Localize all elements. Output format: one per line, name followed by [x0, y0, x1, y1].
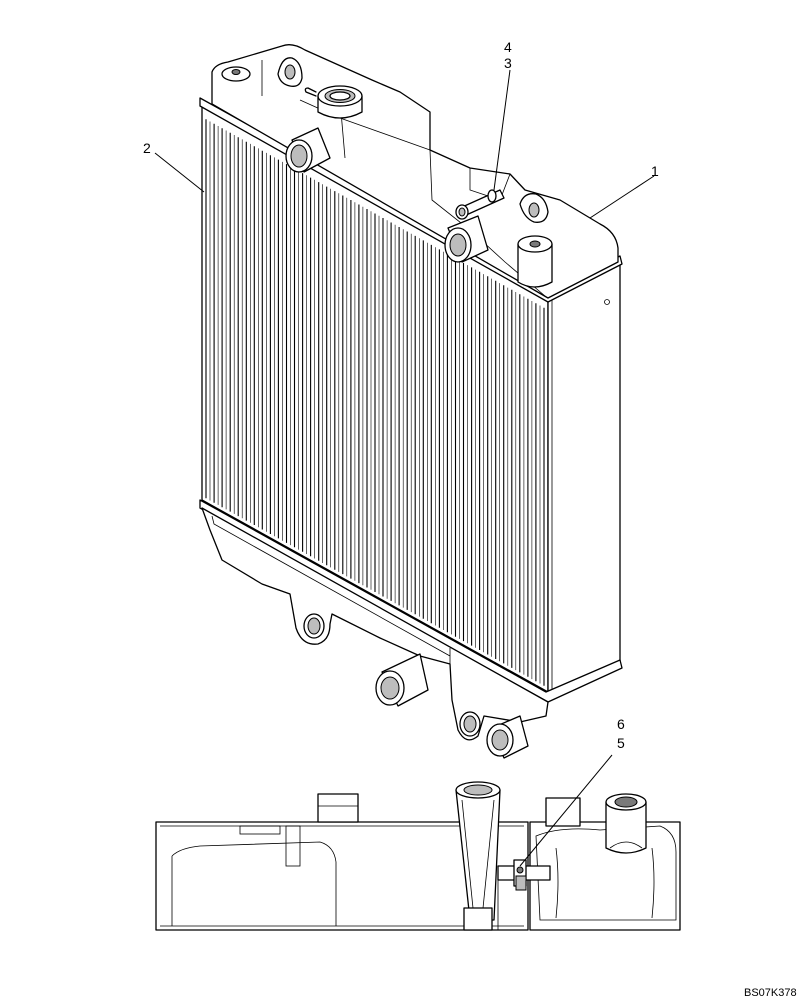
- drawing-code: BS07K378: [744, 987, 797, 999]
- overflow-neck: [545, 797, 581, 827]
- bottom-rim: [199, 499, 623, 703]
- leader-lines: [154, 69, 655, 867]
- overflow-tank: [529, 821, 681, 931]
- top-mount-boss-right: [517, 243, 553, 288]
- upper-hose-pipe-right: [444, 215, 489, 263]
- callout-3: 3: [504, 55, 512, 71]
- side-panel-hole: [604, 299, 610, 305]
- lower-drain-pipe: [459, 711, 529, 759]
- mounting-bracket-and-bolt: [497, 859, 551, 930]
- callout-6: 6: [617, 716, 625, 732]
- bolt-and-washer: [455, 189, 505, 220]
- filler-tube: [455, 781, 501, 931]
- radiator-side-panel: [547, 261, 621, 693]
- top-tank: [211, 44, 619, 299]
- expansion-tank-assembly: [155, 781, 681, 931]
- filler-neck: [304, 85, 363, 119]
- expansion-tank-neck: [317, 793, 359, 823]
- radiator-fins: [205, 119, 545, 686]
- callout-5: 5: [617, 735, 625, 751]
- callout-1: 1: [651, 163, 659, 179]
- upper-hose-pipe-left: [285, 127, 331, 173]
- callout-2: 2: [143, 140, 151, 156]
- threaded-port: [605, 793, 647, 854]
- callout-4: 4: [504, 39, 512, 55]
- radiator-assembly: [199, 44, 623, 759]
- lower-hose-pipe-left: [375, 653, 429, 707]
